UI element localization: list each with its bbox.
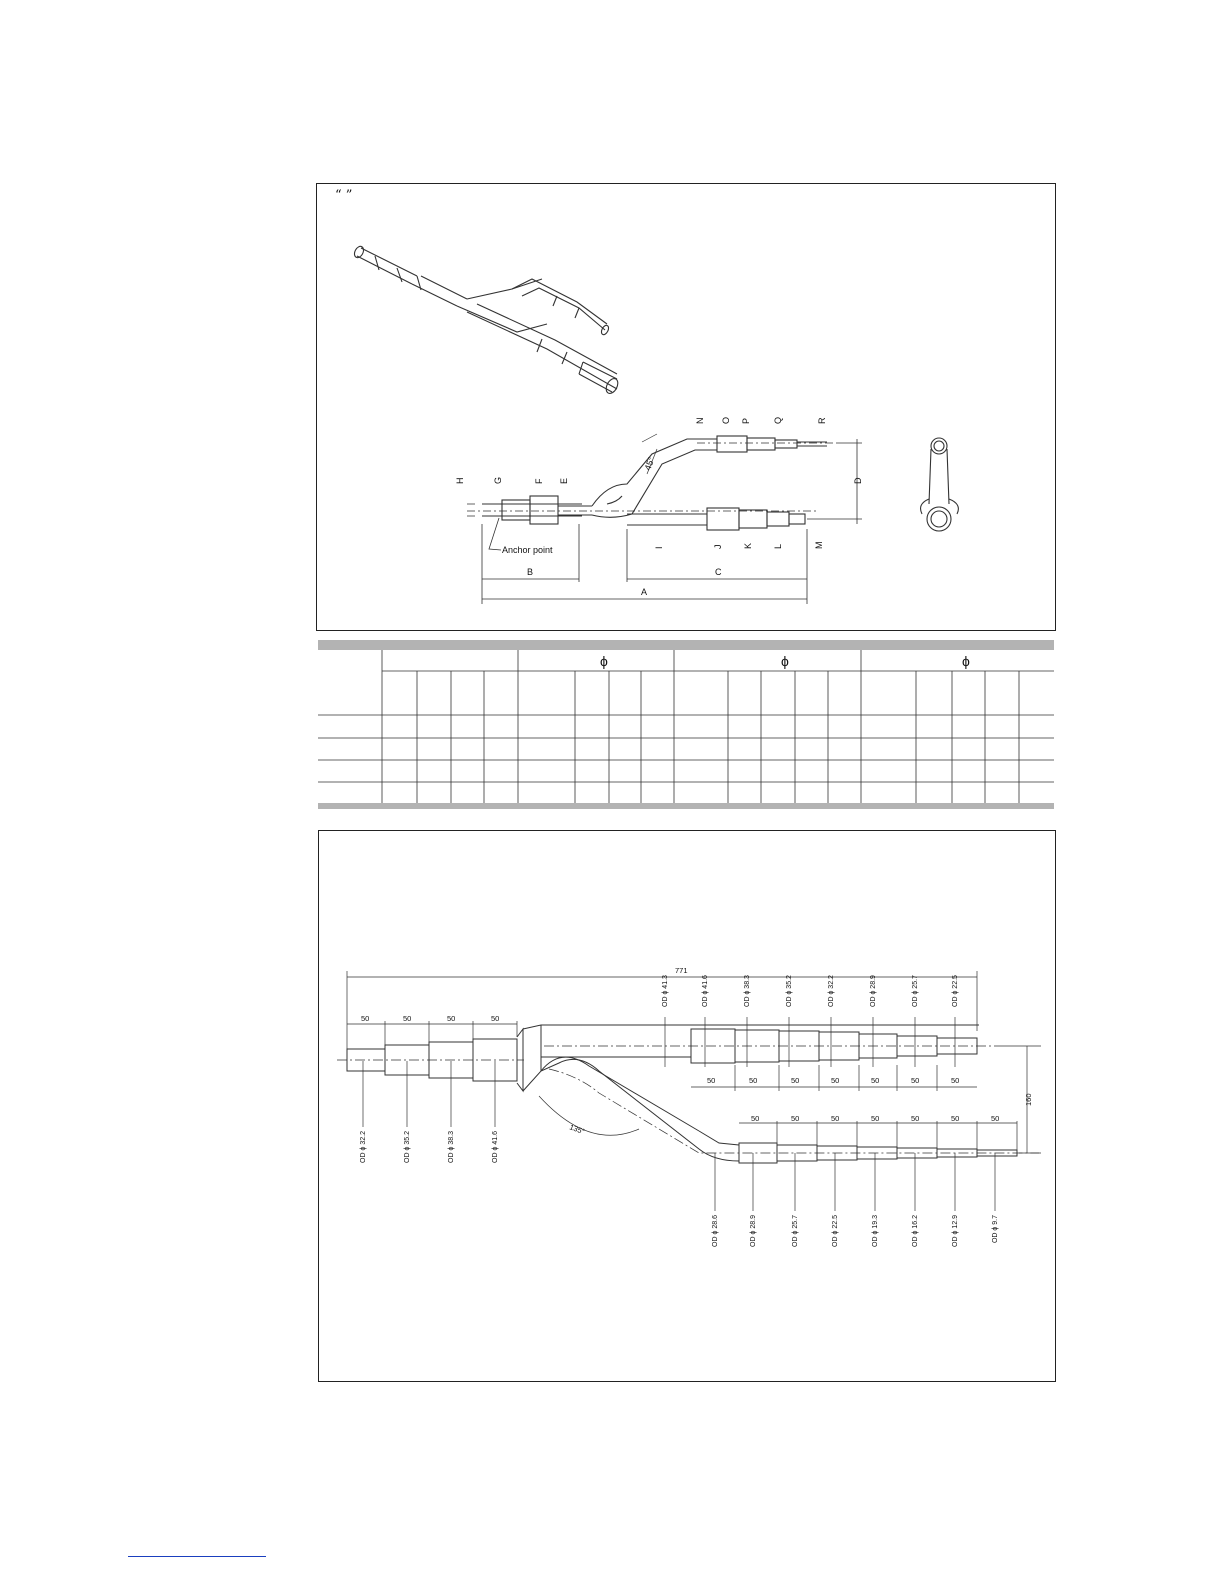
label-Q: Q (773, 417, 783, 424)
segment-length: 50 (791, 1076, 799, 1085)
segment-length: 50 (911, 1114, 919, 1123)
segment-length: 50 (361, 1014, 369, 1023)
od-label: OD ϕ 41.6 (702, 975, 709, 1007)
od-label: OD ϕ 9.7 (992, 1215, 999, 1243)
overall-length: 771 (675, 966, 688, 975)
segment-length: 50 (871, 1114, 879, 1123)
segment-length: 50 (911, 1076, 919, 1085)
od-label: OD ϕ 28.9 (750, 1215, 757, 1247)
od-label: OD ϕ 12.9 (952, 1215, 959, 1247)
branch-pipe-drawing-panel: “ ” (316, 183, 1056, 631)
label-D: D (853, 477, 863, 484)
footer-link-line (128, 1556, 266, 1557)
segment-length: 50 (403, 1014, 411, 1023)
od-label: OD ϕ 22.5 (832, 1215, 839, 1247)
segment-length: 50 (951, 1076, 959, 1085)
label-I: I (654, 546, 664, 549)
od-label: OD ϕ 32.2 (360, 1131, 367, 1163)
label-M: M (814, 542, 824, 550)
branch-angle: 135° (568, 1122, 586, 1136)
angle-label: 45° (642, 455, 656, 472)
label-E: E (559, 478, 569, 484)
od-label: OD ϕ 38.3 (744, 975, 751, 1007)
label-O: O (721, 417, 731, 424)
phi-symbol: ϕ (781, 653, 789, 669)
label-P: P (741, 418, 751, 424)
label-C: C (715, 567, 722, 577)
od-label: OD ϕ 38.3 (448, 1131, 455, 1163)
od-label: OD ϕ 35.2 (404, 1131, 411, 1163)
od-label: OD ϕ 41.6 (492, 1131, 499, 1163)
od-label: OD ϕ 25.7 (912, 975, 919, 1007)
od-label: OD ϕ 32.2 (828, 975, 835, 1007)
od-label: OD ϕ 28.6 (712, 1215, 719, 1247)
od-label: OD ϕ 19.3 (872, 1215, 879, 1247)
elevation-view (467, 433, 837, 531)
segment-length: 50 (991, 1114, 999, 1123)
segment-length: 50 (871, 1076, 879, 1085)
phi-symbol: ϕ (962, 653, 970, 669)
od-label: OD ϕ 28.9 (870, 975, 877, 1007)
od-label: OD ϕ 35.2 (786, 975, 793, 1007)
segment-length: 50 (749, 1076, 757, 1085)
quote-marks: “ ” (335, 188, 353, 203)
segment-length: 50 (951, 1114, 959, 1123)
anchor-point-label: Anchor point (502, 545, 553, 555)
branch-pipe-drawing: H G F E I J K L M N O P Q R D B C A 45° … (353, 245, 959, 604)
od-label: OD ϕ 25.7 (792, 1215, 799, 1247)
segment-length: 50 (831, 1076, 839, 1085)
label-A: A (641, 587, 647, 597)
refnet-dimension-drawing: 771 160 135° 50 50 50 50 50 50 50 50 50 … (337, 966, 1041, 1247)
od-label: OD ϕ 16.2 (912, 1215, 919, 1247)
label-K: K (743, 543, 753, 549)
end-view (920, 437, 959, 532)
label-B: B (527, 567, 533, 577)
od-label: OD ϕ 22.5 (952, 975, 959, 1007)
segment-length: 50 (751, 1114, 759, 1123)
anchor-leader (488, 517, 502, 551)
od-leaders (362, 1017, 996, 1211)
offset-dimension: 160 (1024, 1093, 1033, 1106)
segment-length: 50 (491, 1014, 499, 1023)
segment-length: 50 (791, 1114, 799, 1123)
refnet-dimension-panel: 771 160 135° 50 50 50 50 50 50 50 50 50 … (318, 830, 1056, 1382)
label-F: F (534, 478, 544, 484)
label-L: L (773, 544, 783, 549)
segment-length: 50 (447, 1014, 455, 1023)
dimension-table: ϕ ϕ ϕ (318, 640, 1054, 810)
label-H: H (455, 478, 465, 485)
label-N: N (695, 418, 705, 425)
label-R: R (817, 417, 827, 424)
label-J: J (713, 545, 723, 550)
label-G: G (493, 477, 503, 484)
od-label: OD ϕ 41.3 (662, 975, 669, 1007)
segment-length: 50 (831, 1114, 839, 1123)
isometric-pipe (353, 245, 619, 394)
od-labels: OD ϕ 32.2 OD ϕ 35.2 OD ϕ 38.3 OD ϕ 41.6 OD ϕ… (360, 975, 999, 1247)
dimension-lines (467, 439, 862, 604)
phi-symbol: ϕ (600, 653, 608, 669)
segment-length: 50 (707, 1076, 715, 1085)
